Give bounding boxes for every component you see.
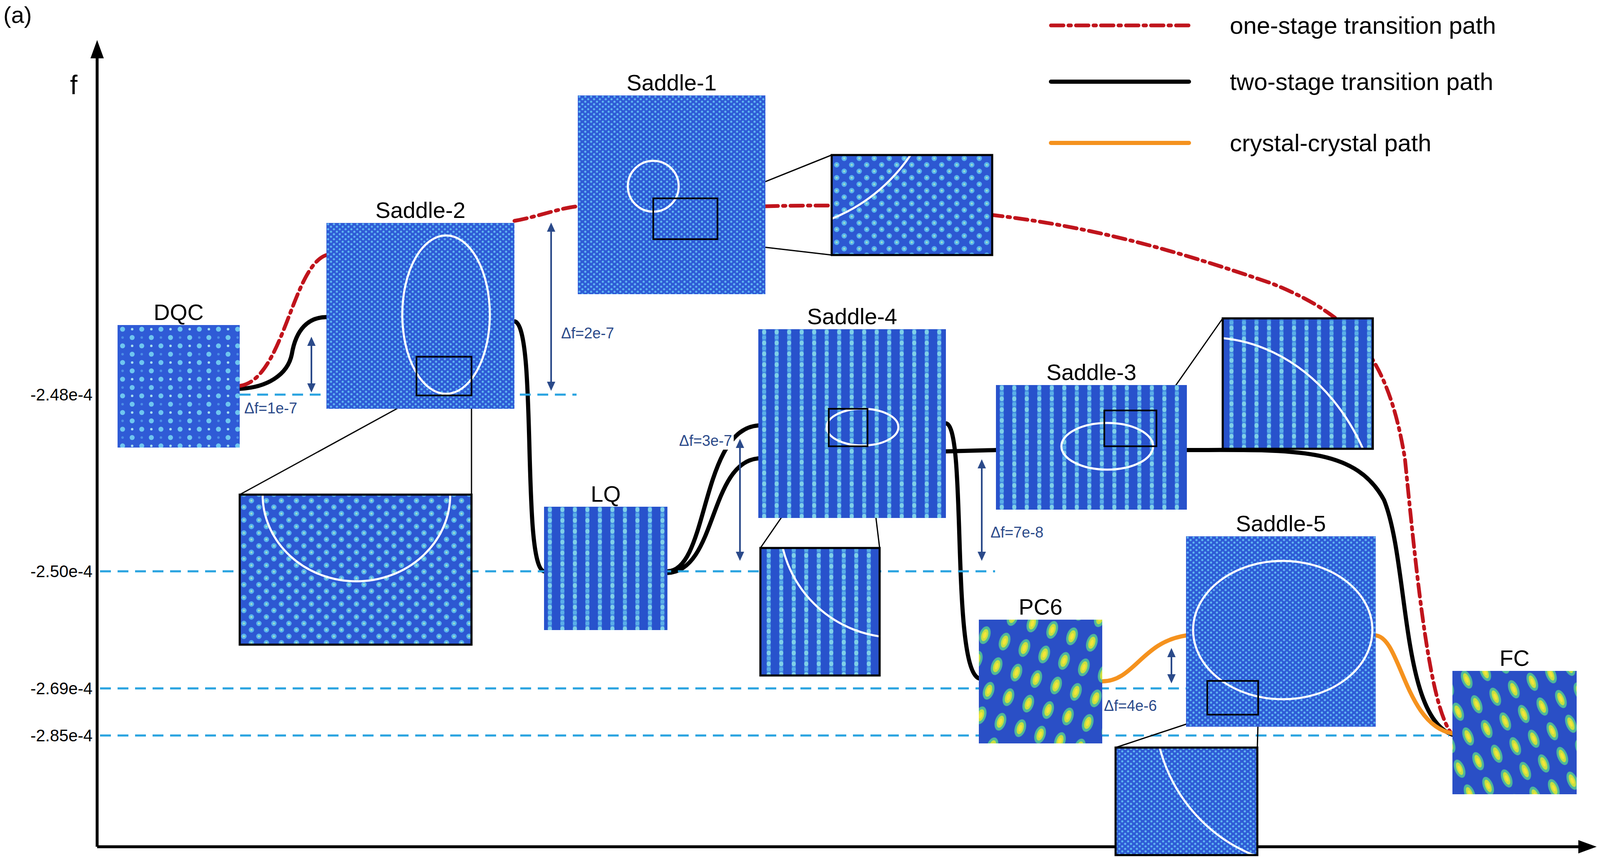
nucleus-outline: [826, 408, 899, 446]
pattern-fill: [544, 506, 668, 631]
state-image: [577, 95, 766, 295]
transition-path: [239, 255, 327, 387]
zoom-square: [828, 408, 868, 447]
state-image: [326, 223, 515, 409]
state-image: [758, 329, 946, 519]
zoom-square: [653, 198, 718, 240]
state-image: [1452, 671, 1577, 795]
transition-path: [1375, 635, 1453, 734]
legend-sample: [1050, 79, 1189, 84]
state-label: FC: [1452, 645, 1577, 672]
state-image: [978, 619, 1103, 744]
state-pattern: [544, 506, 668, 631]
axis-tick-label: -2.85e-4: [30, 726, 93, 746]
axis-title: f: [70, 70, 78, 101]
state-image: [995, 385, 1187, 510]
state-pattern: [117, 325, 240, 448]
state-label: Saddle-3: [995, 359, 1187, 386]
pattern-fill: [978, 619, 1103, 744]
state-node: Saddle-2: [326, 197, 515, 409]
axis-tick-label: -2.69e-4: [30, 679, 93, 699]
legend-text: crystal-crystal path: [1229, 129, 1432, 158]
state-node: Saddle-1: [577, 69, 766, 295]
pattern-fill: [117, 325, 240, 448]
zoom-square: [416, 356, 472, 396]
state-image: [117, 325, 240, 448]
state-pattern: [1186, 536, 1376, 728]
state-node: Saddle-3: [995, 359, 1187, 510]
state-pattern: [1452, 671, 1577, 795]
pattern-fill: [1452, 671, 1577, 795]
state-pattern: [758, 329, 946, 519]
delta-f-label: Δf=7e-8: [988, 524, 1046, 542]
state-node: FC: [1452, 645, 1577, 795]
state-pattern: [978, 619, 1103, 744]
axis-title: (a): [3, 1, 32, 29]
state-node: DQC: [117, 299, 240, 448]
nucleus-outline: [402, 235, 490, 394]
state-node: LQ: [544, 481, 668, 631]
transition-path: [514, 206, 578, 221]
state-node: Saddle-5: [1186, 510, 1376, 728]
state-pattern: [577, 95, 766, 295]
state-pattern: [995, 385, 1187, 510]
legend-text: one-stage transition path: [1229, 11, 1496, 40]
state-label: LQ: [544, 481, 668, 507]
state-node: Saddle-4: [758, 303, 946, 519]
delta-f-label: Δf=3e-7: [677, 432, 734, 450]
transition-path: [945, 423, 979, 679]
nucleus-outline: [1193, 561, 1373, 700]
state-label: PC6: [978, 594, 1103, 620]
transition-path: [514, 321, 545, 572]
pattern-fill: [1186, 536, 1376, 728]
axes: [90, 40, 1597, 854]
state-pattern: [326, 223, 515, 409]
pattern-fill: [758, 329, 946, 519]
transition-path: [667, 425, 759, 572]
pattern-fill: [326, 223, 515, 409]
zoom-square: [1207, 681, 1259, 715]
pattern-fill: [995, 385, 1187, 510]
pattern-fill: [577, 95, 766, 295]
legend-text: two-stage transition path: [1229, 67, 1494, 96]
legend-sample: [1050, 140, 1189, 146]
axis-tick-label: -2.50e-4: [30, 561, 93, 582]
state-node: PC6: [978, 594, 1103, 744]
zoom-inset: [239, 408, 472, 645]
state-image: [544, 506, 668, 631]
legend-sample: [1050, 23, 1189, 28]
state-label: Saddle-2: [326, 197, 515, 224]
state-label: DQC: [117, 299, 240, 326]
zoom-square: [1104, 410, 1157, 447]
delta-f-label: Δf=4e-6: [1102, 697, 1159, 715]
state-label: Saddle-5: [1186, 510, 1376, 537]
delta-f-label: Δf=1e-7: [242, 399, 299, 417]
state-label: Saddle-4: [758, 303, 946, 330]
state-label: Saddle-1: [577, 69, 766, 96]
state-image: [1186, 536, 1376, 728]
delta-f-label: Δf=2e-7: [559, 324, 616, 342]
axis-tick-label: -2.48e-4: [30, 385, 93, 405]
